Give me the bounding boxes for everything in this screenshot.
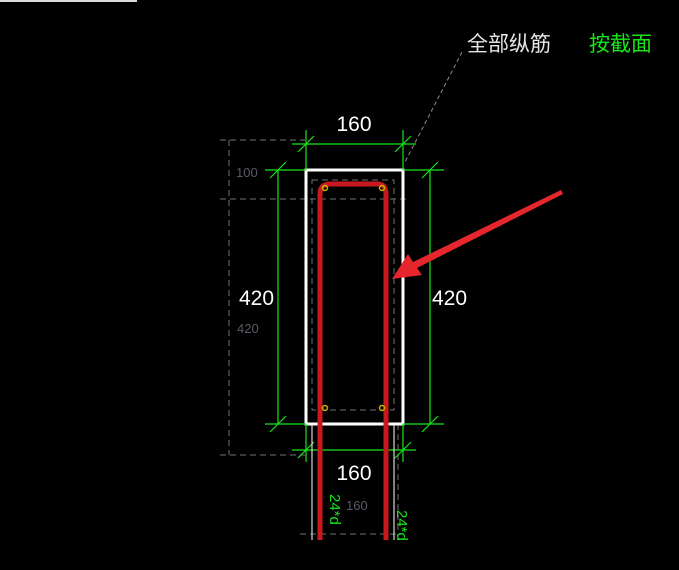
top-dimension <box>292 130 416 170</box>
dashed-helper-lines <box>220 139 410 540</box>
anchor-right-label: 24*d <box>393 510 410 541</box>
rebar-extension-lines <box>311 424 395 540</box>
column-outline <box>304 168 405 426</box>
anchor-left-label: 24*d <box>326 494 343 525</box>
left-dimension-label: 420 <box>239 287 274 310</box>
top-bar <box>0 0 137 2</box>
right-dimension <box>403 161 444 433</box>
bottom-dimension <box>292 424 416 462</box>
left-dimension <box>265 161 306 433</box>
longitudinal-rebar[interactable] <box>317 181 389 540</box>
left-dimension-faint-label: 420 <box>237 321 259 336</box>
all-longitudinal-bars-label[interactable]: 全部纵筋 <box>467 32 551 56</box>
leader-line <box>404 51 463 163</box>
bottom-dimension-faint-label: 160 <box>346 498 368 513</box>
annotation-arrow <box>392 190 563 279</box>
top-hint-label: 100 <box>236 165 258 180</box>
top-dimension-label: 160 <box>336 113 371 136</box>
right-dimension-label: 420 <box>432 287 467 310</box>
stirrup-points <box>321 184 386 412</box>
by-section-label[interactable]: 按截面 <box>589 32 652 56</box>
bottom-dimension-label: 160 <box>336 462 371 485</box>
